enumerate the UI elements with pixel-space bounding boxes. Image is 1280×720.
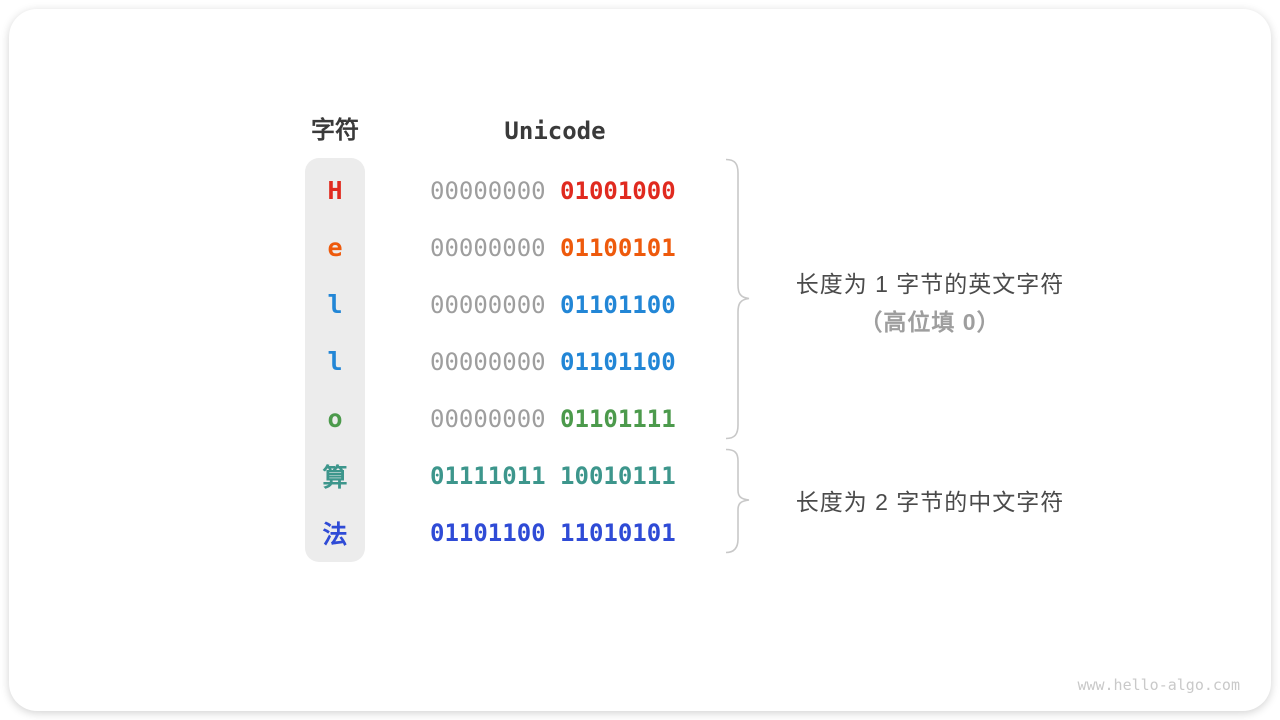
table-row: o 00000000 01101111 [0, 390, 1280, 447]
table-row: e 00000000 01100101 [0, 219, 1280, 276]
diagram-card [9, 9, 1271, 711]
low-byte: 01101100 [560, 290, 676, 319]
table-row: l 00000000 01101100 [0, 276, 1280, 333]
character-cell: H [327, 176, 343, 205]
unicode-binary: 00000000 01001000 [430, 177, 676, 205]
high-byte: 00000000 [430, 233, 546, 262]
annotation-line: 长度为 2 字节的中文字符 [795, 489, 1065, 515]
character-cell: e [327, 233, 343, 262]
character-column-background [305, 158, 365, 562]
high-byte: 01111011 [430, 461, 546, 490]
unicode-binary: 01101100 11010101 [430, 519, 676, 547]
low-byte: 01101100 [560, 347, 676, 376]
watermark: www.hello-algo.com [1077, 676, 1240, 694]
high-byte: 01101100 [430, 518, 546, 547]
character-cell: 法 [322, 519, 348, 549]
character-cell: 算 [322, 462, 348, 492]
low-byte: 10010111 [560, 461, 676, 490]
unicode-binary: 00000000 01100101 [430, 234, 676, 262]
unicode-binary: 00000000 01101111 [430, 405, 676, 433]
table-row: 算 01111011 10010111 [0, 447, 1280, 504]
column-header-unicode: Unicode [504, 117, 606, 145]
brace-chinese-group [725, 448, 750, 554]
high-byte: 00000000 [430, 176, 546, 205]
table-row: 法 01101100 11010101 [0, 504, 1280, 561]
unicode-binary: 00000000 01101100 [430, 348, 676, 376]
unicode-binary: 00000000 01101100 [430, 291, 676, 319]
low-byte: 11010101 [560, 518, 676, 547]
low-byte: 01001000 [560, 176, 676, 205]
table-row: l 00000000 01101100 [0, 333, 1280, 390]
character-cell: o [327, 404, 343, 433]
low-byte: 01101111 [560, 404, 676, 433]
character-cell: l [327, 290, 343, 319]
annotation-line: 长度为 1 字节的英文字符 [795, 271, 1065, 297]
character-cell: l [327, 347, 343, 376]
brace-english-group [725, 158, 750, 440]
table-row: H 00000000 01001000 [0, 162, 1280, 219]
unicode-binary: 01111011 10010111 [430, 462, 676, 490]
high-byte: 00000000 [430, 347, 546, 376]
annotation-chinese-chars: 长度为 2 字节的中文字符 [785, 487, 1075, 517]
column-header-character: 字符 [311, 117, 359, 144]
high-byte: 00000000 [430, 404, 546, 433]
annotation-subline: （高位填 0） [859, 309, 1001, 335]
annotation-english-chars: 长度为 1 字节的英文字符 （高位填 0） [785, 269, 1075, 337]
low-byte: 01100101 [560, 233, 676, 262]
high-byte: 00000000 [430, 290, 546, 319]
